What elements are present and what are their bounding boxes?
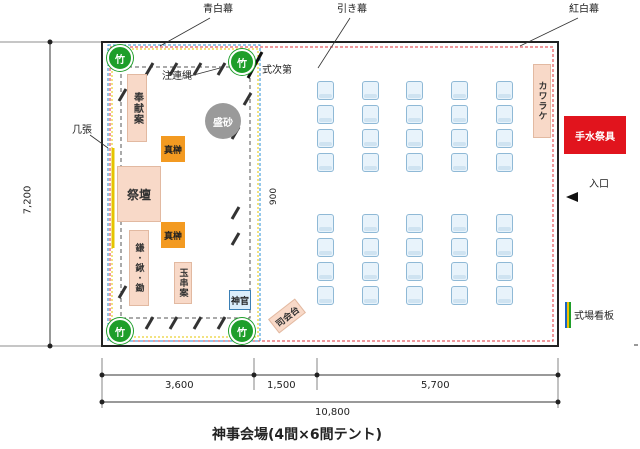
guest-chair [451,105,468,124]
width-dim-2: 1,500 [267,380,296,391]
aisle-dimension: 900 [269,187,280,206]
diagram-title: 神事会場(4間×6間テント) [212,427,383,443]
saidan-altar: 祭壇 [117,166,161,222]
houken-an-label: 奉献案 [131,91,143,125]
iriguchi-label: 入口 [589,179,609,190]
guest-chair [362,105,379,124]
karaoke-table: カワラケ [533,64,551,138]
tamagushi-an-table: 玉串案 [174,262,192,304]
aoshiro-maku-label: 青白幕 [203,4,233,15]
temizu-label: 手水祭具 [575,131,615,143]
guest-chair [451,129,468,148]
guest-chair [451,238,468,257]
moriuna-circle: 盛砂 [205,103,241,139]
width-dim-1: 3,600 [165,380,194,391]
houken-an-table: 奉献案 [127,74,147,142]
shimenawa-label: 注連縄 [162,71,192,82]
guest-chair [406,81,423,100]
guest-chair [451,214,468,233]
guest-chair [406,262,423,281]
shinkan-label: 神官 [230,296,249,307]
guest-chair [406,153,423,172]
shinkan-box: 神官 [229,290,251,310]
guest-chair [362,214,379,233]
masakaki-top: 真榊 [161,136,185,162]
width-dim-3: 5,700 [421,380,450,391]
kama-kuwa-suki-table: 鎌･鍬･鋤 [129,230,149,306]
moriuna-label: 盛砂 [213,117,233,129]
guest-chair [496,81,513,100]
masakaki-bottom: 真榊 [161,222,185,248]
bamboo-top-right: 竹 [229,49,255,75]
guest-chair [451,262,468,281]
guest-chair [406,238,423,257]
height-dimension: 7,200 [22,185,34,215]
bamboo-bottom-left: 竹 [107,318,133,344]
guest-chair [406,129,423,148]
guest-chair [406,105,423,124]
guest-chair [317,238,334,257]
guest-chair [496,238,513,257]
guest-chair [317,286,334,305]
guest-chair [317,81,334,100]
guest-chair [496,153,513,172]
guest-chair [496,105,513,124]
guest-chair [496,262,513,281]
guest-chair [496,214,513,233]
guest-chair [362,238,379,257]
guest-chair [317,105,334,124]
guest-chair [362,129,379,148]
guest-chair [317,129,334,148]
guest-chair [496,129,513,148]
masakaki-top-label: 真榊 [163,145,182,156]
guest-chair [406,214,423,233]
guest-chair [317,153,334,172]
guest-chair [362,286,379,305]
kanban-sign-icon [565,302,571,328]
guest-chair [496,286,513,305]
total-width-dim: 10,800 [315,407,350,418]
masakaki-bottom-label: 真榊 [163,231,182,242]
guest-chair [362,262,379,281]
guest-chair [362,153,379,172]
temizu-station: 手水祭具 [564,116,626,154]
kicho-label: 几張 [72,125,92,136]
guest-chair [317,214,334,233]
guest-chair [317,262,334,281]
kanban-label: 式場看板 [574,311,614,322]
guest-chair [451,286,468,305]
guest-chair [406,286,423,305]
kama-kuwa-suki-label: 鎌･鍬･鋤 [133,243,144,293]
guest-chair [451,81,468,100]
hikimaku-label: 引き幕 [337,4,367,15]
guest-chair [362,81,379,100]
bamboo-bottom-right: 竹 [229,318,255,344]
shikishidai-label: 式次第 [262,65,292,76]
kohaku-maku-label: 紅白幕 [569,4,599,15]
saidan-label: 祭壇 [126,187,151,202]
karaoke-label: カワラケ [536,81,547,121]
tamagushi-an-label: 玉串案 [177,268,188,298]
bamboo-top-left: 竹 [107,45,133,71]
guest-chair [451,153,468,172]
